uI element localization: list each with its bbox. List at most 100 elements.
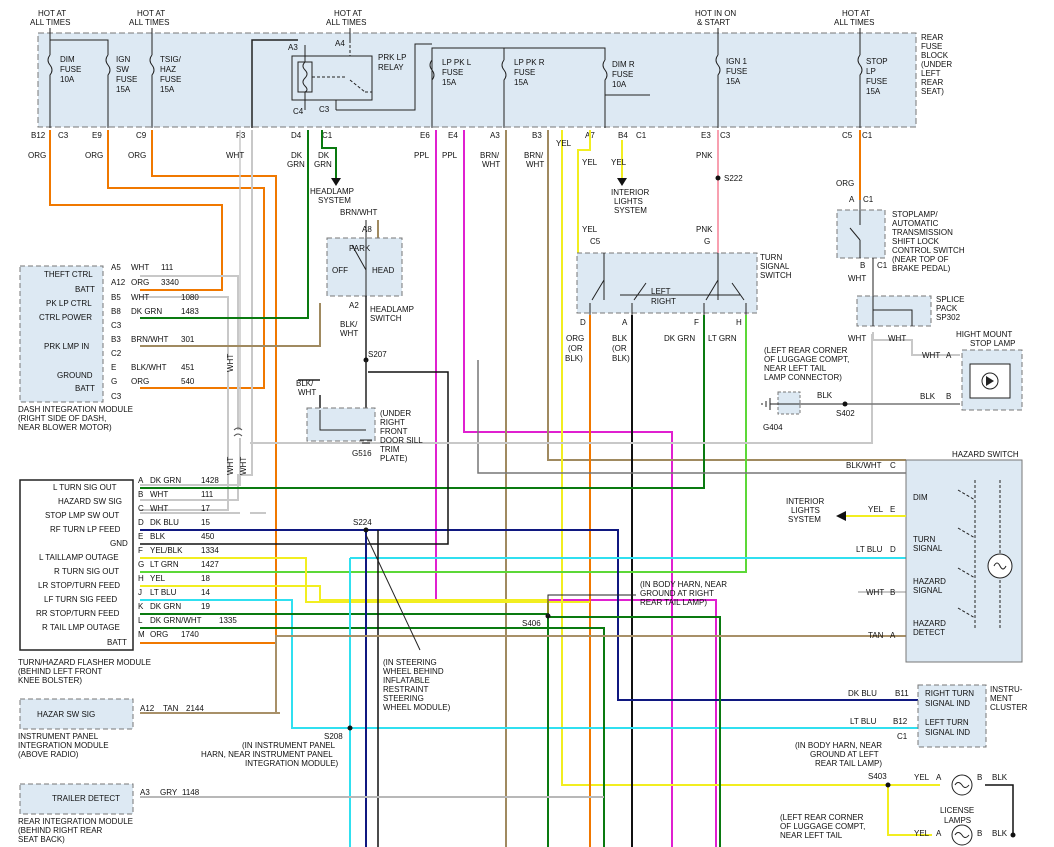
hs-blkwht-b: WHT xyxy=(340,329,358,338)
vwht-3: WHT xyxy=(239,457,248,475)
fl-wire-4: BLK xyxy=(150,532,166,541)
fuse-dim-l3: 10A xyxy=(60,75,75,84)
g404-note-2: OF LUGGAGE COMPT, xyxy=(764,355,849,364)
g404-note-3: NEAR LEFT TAIL xyxy=(764,364,827,373)
hot-label-2-l1: HOT AT xyxy=(137,9,165,18)
tss-wire-blk-a: BLK xyxy=(612,334,628,343)
fl-row-0: L TURN SIG OUT xyxy=(53,483,117,492)
haz-label-hazsig-a: HAZARD xyxy=(913,577,946,586)
g516-note-4: DOOR SILL xyxy=(380,436,423,445)
g516-note-6: PLATE) xyxy=(380,454,408,463)
wire-wht-f3 xyxy=(140,130,253,501)
hazard-switch: HAZARD SWITCH BLK/WHT C YEL E DIM LT BLU… xyxy=(846,450,1023,663)
lic-label-1: LICENSE xyxy=(940,806,974,815)
pin-b4: B4 xyxy=(618,131,628,140)
hs-park: PARK xyxy=(349,244,371,253)
relay-pin-a4: A4 xyxy=(335,39,345,48)
wire-crossover-hops xyxy=(233,427,243,437)
haz-label-dim: DIM xyxy=(913,493,928,502)
sn-2: WHEEL BEHIND xyxy=(383,667,444,676)
haz-wire-a: TAN xyxy=(868,631,884,640)
fb-l6: REAR xyxy=(921,78,943,87)
fl-pin-9: K xyxy=(138,602,144,611)
rim-pin: A3 xyxy=(140,788,150,797)
s406-note-3: REAR TAIL LAMP) xyxy=(640,598,707,607)
fl-ckt-4: 450 xyxy=(201,532,215,541)
fl-pin-4: E xyxy=(138,532,143,541)
fuse-dim-l1: DIM xyxy=(60,55,75,64)
haz-pin-d: D xyxy=(890,545,896,554)
fl-ckt-3: 15 xyxy=(201,518,210,527)
sls-a: A xyxy=(849,195,855,204)
sls-b: B xyxy=(860,261,865,270)
ic-label-0b: SIGNAL IND xyxy=(925,699,970,708)
fb-l3: BLOCK xyxy=(921,51,949,60)
pin-c3b: C3 xyxy=(720,131,731,140)
pin-a3: A3 xyxy=(490,131,500,140)
fuse-dim-l2: FUSE xyxy=(60,65,81,74)
hs-blkwht-a: BLK/ xyxy=(340,320,358,329)
fl-row-4: GND xyxy=(110,539,128,548)
pin-b12: B12 xyxy=(31,131,46,140)
hot-label-1-l2: ALL TIMES xyxy=(30,18,70,27)
pin-c1a: C1 xyxy=(322,131,333,140)
g516-note-5: TRIM xyxy=(380,445,400,454)
fl-wire-8: LT BLU xyxy=(150,588,177,597)
wire-yel-a7 xyxy=(577,130,591,253)
sls-label-2: AUTOMATIC xyxy=(892,219,939,228)
sn-6: WHEEL MODULE) xyxy=(383,703,451,712)
fuse-symbols xyxy=(47,54,863,128)
wl-yel3: YEL xyxy=(611,158,627,167)
ic-title-3: CLUSTER xyxy=(990,703,1028,712)
fl-row-5: L TAILLAMP OUTAGE xyxy=(39,553,119,562)
dim-wire-2: WHT xyxy=(131,293,149,302)
fl-ckt-8: 14 xyxy=(201,588,210,597)
pin-e3: E3 xyxy=(701,131,711,140)
hms-label-2: STOP LAMP xyxy=(970,339,1016,348)
sp-label-3: SP302 xyxy=(936,313,961,322)
dim-row-batt1: BATT xyxy=(75,285,95,294)
hms-wht: WHT xyxy=(922,351,940,360)
wl-pnk1: PNK xyxy=(696,151,713,160)
fl-title-1: TURN/HAZARD FLASHER MODULE xyxy=(18,658,151,667)
dim-wire-5: BRN/WHT xyxy=(131,335,168,344)
dim-row-batt2: BATT xyxy=(75,384,95,393)
fl-ckt-6: 1427 xyxy=(201,560,219,569)
tss-pin-c5: C5 xyxy=(590,237,601,246)
wire-org-c9 xyxy=(140,130,277,644)
fl-wire-6: LT GRN xyxy=(150,560,179,569)
fuse-ign-l1: IGN xyxy=(116,55,130,64)
stoplamp-switch: A C1 B C1 WHT STOPLAMP/ AUTOMATIC TRANSM… xyxy=(836,195,965,296)
fl-pin-6: G xyxy=(138,560,144,569)
fl-title-3: KNEE BOLSTER) xyxy=(18,676,82,685)
fuse-block-pins: B12 C3 E9 C9 F3 D4 C1 E6 E4 A3 B3 A7 B4 … xyxy=(31,131,873,140)
lic-yel1: YEL xyxy=(914,773,930,782)
sls-label-7: BRAKE PEDAL) xyxy=(892,264,951,273)
steering-note: (IN STEERING WHEEL BEHIND INFLATABLE RES… xyxy=(383,658,451,712)
relay-label-l1: PRK LP xyxy=(378,53,406,62)
fl-row-3: RF TURN LP FEED xyxy=(50,525,121,534)
flasher-module: L TURN SIG OUT HAZARD SW SIG STOP LMP SW… xyxy=(18,476,237,685)
g516-note-1: (UNDER xyxy=(380,409,411,418)
dim-ckt-2: 1080 xyxy=(181,293,199,302)
relay-label-l2: RELAY xyxy=(378,63,404,72)
fuse-ign-l3: FUSE xyxy=(116,75,137,84)
lic-a2: A xyxy=(936,829,942,838)
g516-note-3: FRONT xyxy=(380,427,408,436)
sls-label-5: CONTROL SWITCH xyxy=(892,246,965,255)
fb-l2: FUSE xyxy=(921,42,942,51)
hot-label-4-l1: HOT AT xyxy=(842,9,870,18)
wire-wht-theft xyxy=(140,275,241,486)
tss-pin-a: A xyxy=(622,318,628,327)
fl-pin-0: A xyxy=(138,476,144,485)
bottom-note: (LEFT REAR CORNER OF LUGGAGE COMPT, NEAR… xyxy=(780,813,865,840)
dim-wire-3: DK GRN xyxy=(131,307,162,316)
tss-label-2: SIGNAL xyxy=(760,262,790,271)
wire-yel-long xyxy=(561,130,888,786)
fuse-ign-l4: 15A xyxy=(116,85,131,94)
g516-blkwht-b: WHT xyxy=(298,388,316,397)
ipm-pin: A12 xyxy=(140,704,155,713)
fuse-ign1-l3: 15A xyxy=(726,77,741,86)
headlamp-switch: BRN/WHT A8 PARK OFF HEAD A2 HEADLAMP SWI… xyxy=(326,208,414,360)
